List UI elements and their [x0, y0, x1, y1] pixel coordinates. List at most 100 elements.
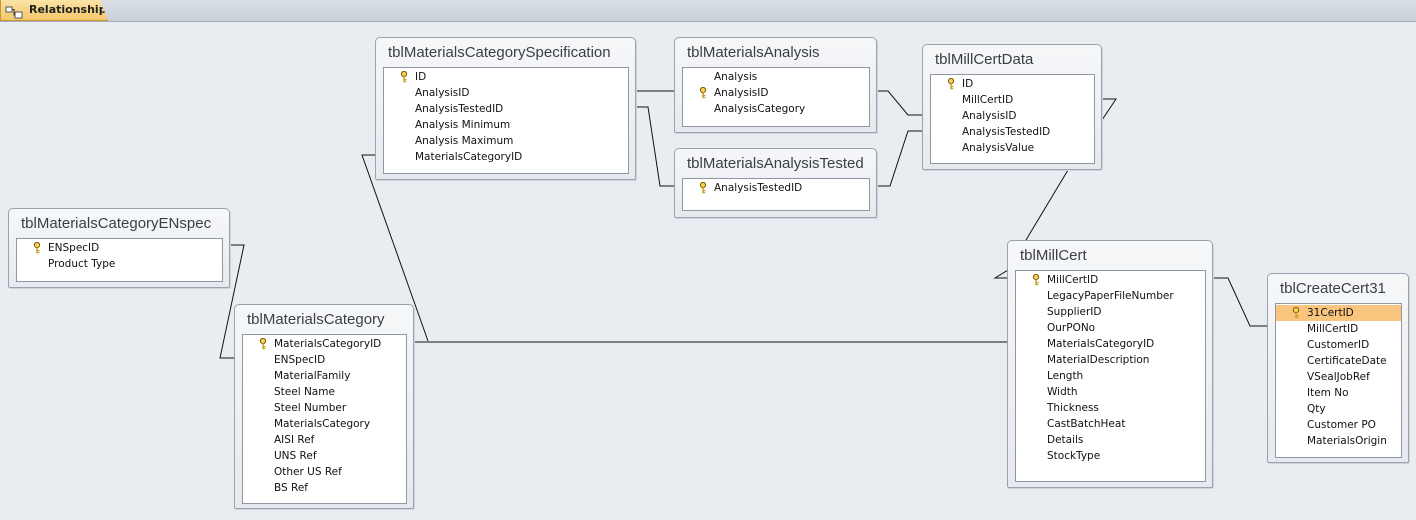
field-row[interactable]: 31CertID	[1276, 305, 1401, 321]
field-row[interactable]: Product Type	[17, 256, 222, 272]
field-name: Analysis	[714, 71, 758, 83]
field-row[interactable]: AnalysisID	[384, 85, 628, 101]
field-row[interactable]: Width	[1016, 384, 1205, 400]
field-row[interactable]: Details	[1016, 432, 1205, 448]
field-row[interactable]: SupplierID	[1016, 304, 1205, 320]
relationships-tab[interactable]: Relationships	[0, 0, 108, 21]
field-name: Qty	[1307, 403, 1326, 415]
field-row[interactable]: Steel Name	[243, 384, 406, 400]
field-name: ENSpecID	[274, 354, 326, 366]
field-name: Width	[1047, 386, 1078, 398]
field-name: AnalysisValue	[962, 142, 1035, 154]
relationship-spec-tested[interactable]	[634, 106, 677, 187]
table-title: tblMaterialsCategorySpecification	[388, 44, 611, 61]
field-row[interactable]: Analysis Maximum	[384, 133, 628, 149]
field-row[interactable]: AnalysisTestedID	[931, 124, 1094, 140]
relationship-milldata-millcert[interactable]	[993, 98, 1117, 279]
field-row[interactable]: AnalysisID	[931, 108, 1094, 124]
field-row[interactable]: Analysis Minimum	[384, 117, 628, 133]
field-row[interactable]: Qty	[1276, 401, 1401, 417]
field-row[interactable]: OurPONo	[1016, 320, 1205, 336]
field-name: AnalysisID	[962, 110, 1017, 122]
field-name: ENSpecID	[48, 242, 100, 254]
field-row[interactable]: MaterialFamily	[243, 368, 406, 384]
field-name: MaterialsCategoryID	[1047, 338, 1155, 350]
field-row[interactable]: MaterialsCategory	[243, 416, 406, 432]
field-row[interactable]: AnalysisID	[683, 85, 869, 101]
primary-key-icon	[259, 338, 267, 350]
field-name: SupplierID	[1047, 306, 1102, 318]
field-row[interactable]: Analysis	[683, 69, 869, 85]
field-name: ID	[962, 78, 974, 90]
field-name: UNS Ref	[274, 450, 317, 462]
field-row[interactable]: Steel Number	[243, 400, 406, 416]
field-name: AnalysisID	[714, 87, 769, 99]
field-row[interactable]: AnalysisCategory	[683, 101, 869, 117]
field-row[interactable]: ID	[384, 69, 628, 85]
field-name: MaterialsCategoryID	[415, 151, 523, 163]
field-row[interactable]: LegacyPaperFileNumber	[1016, 288, 1205, 304]
relationship-category-spec[interactable]	[361, 154, 429, 342]
field-row[interactable]: MillCertID	[1016, 272, 1205, 288]
field-row[interactable]: AnalysisValue	[931, 140, 1094, 156]
table-title: tblMillCert	[1020, 247, 1087, 264]
field-row[interactable]: AnalysisTestedID	[384, 101, 628, 117]
field-name: MillCertID	[962, 94, 1014, 106]
field-row[interactable]: AISI Ref	[243, 432, 406, 448]
field-row[interactable]: Other US Ref	[243, 464, 406, 480]
field-row[interactable]: Customer PO	[1276, 417, 1401, 433]
field-row[interactable]: MaterialsCategoryID	[1016, 336, 1205, 352]
field-row[interactable]: CertificateDate	[1276, 353, 1401, 369]
field-list[interactable]: ENSpecID Product Type	[16, 238, 223, 282]
field-name: OurPONo	[1047, 322, 1096, 334]
primary-key-icon	[1032, 274, 1040, 286]
field-list[interactable]: MaterialsCategoryID ENSpecID MaterialFamil…	[242, 334, 407, 504]
field-name: Details	[1047, 434, 1084, 446]
field-row[interactable]: CastBatchHeat	[1016, 416, 1205, 432]
field-name: MaterialsCategory	[274, 418, 371, 430]
field-list[interactable]: ID MillCertID AnalysisID AnalysisTestedID An…	[930, 74, 1095, 164]
field-row[interactable]: BS Ref	[243, 480, 406, 496]
field-row[interactable]: MaterialsCategoryID	[243, 336, 406, 352]
field-row[interactable]: MaterialsCategoryID	[384, 149, 628, 165]
field-name: Other US Ref	[274, 466, 342, 478]
field-row[interactable]: ENSpecID	[17, 240, 222, 256]
field-row[interactable]: MillCertID	[931, 92, 1094, 108]
field-row[interactable]: MaterialsOrigin	[1276, 433, 1401, 449]
table-tblMaterialsCategory[interactable]: tblMaterialsCategory MaterialsCategoryID…	[234, 304, 414, 509]
field-row[interactable]: StockType	[1016, 448, 1205, 464]
field-row[interactable]: UNS Ref	[243, 448, 406, 464]
table-tblMaterialsAnalysisTested[interactable]: tblMaterialsAnalysisTested AnalysisTeste…	[674, 148, 877, 218]
field-row[interactable]: MillCertID	[1276, 321, 1401, 337]
table-tblMaterialsCategorySpecification[interactable]: tblMaterialsCategorySpecification ID Anal…	[375, 37, 636, 180]
field-name: AnalysisID	[415, 87, 470, 99]
field-row[interactable]: ID	[931, 76, 1094, 92]
field-row[interactable]: AnalysisTestedID	[683, 180, 869, 196]
field-row[interactable]: Thickness	[1016, 400, 1205, 416]
field-row[interactable]: Item No	[1276, 385, 1401, 401]
field-row[interactable]: ENSpecID	[243, 352, 406, 368]
field-row[interactable]: MaterialDescription	[1016, 352, 1205, 368]
relationship-tested-milldata[interactable]	[876, 130, 925, 187]
primary-key-icon	[947, 78, 955, 90]
field-row[interactable]: CustomerID	[1276, 337, 1401, 353]
field-name: Product Type	[48, 258, 116, 270]
relationship-millcert-createcert[interactable]	[1212, 277, 1269, 327]
field-row[interactable]: Length	[1016, 368, 1205, 384]
field-row[interactable]: VSealJobRef	[1276, 369, 1401, 385]
field-name: Analysis Maximum	[415, 135, 514, 147]
field-list[interactable]: AnalysisTestedID	[682, 178, 870, 211]
relationship-analysis-milldata[interactable]	[876, 90, 925, 116]
field-name: MaterialDescription	[1047, 354, 1150, 366]
relationship-enspec-category[interactable]	[219, 244, 245, 359]
primary-key-icon	[400, 71, 408, 83]
